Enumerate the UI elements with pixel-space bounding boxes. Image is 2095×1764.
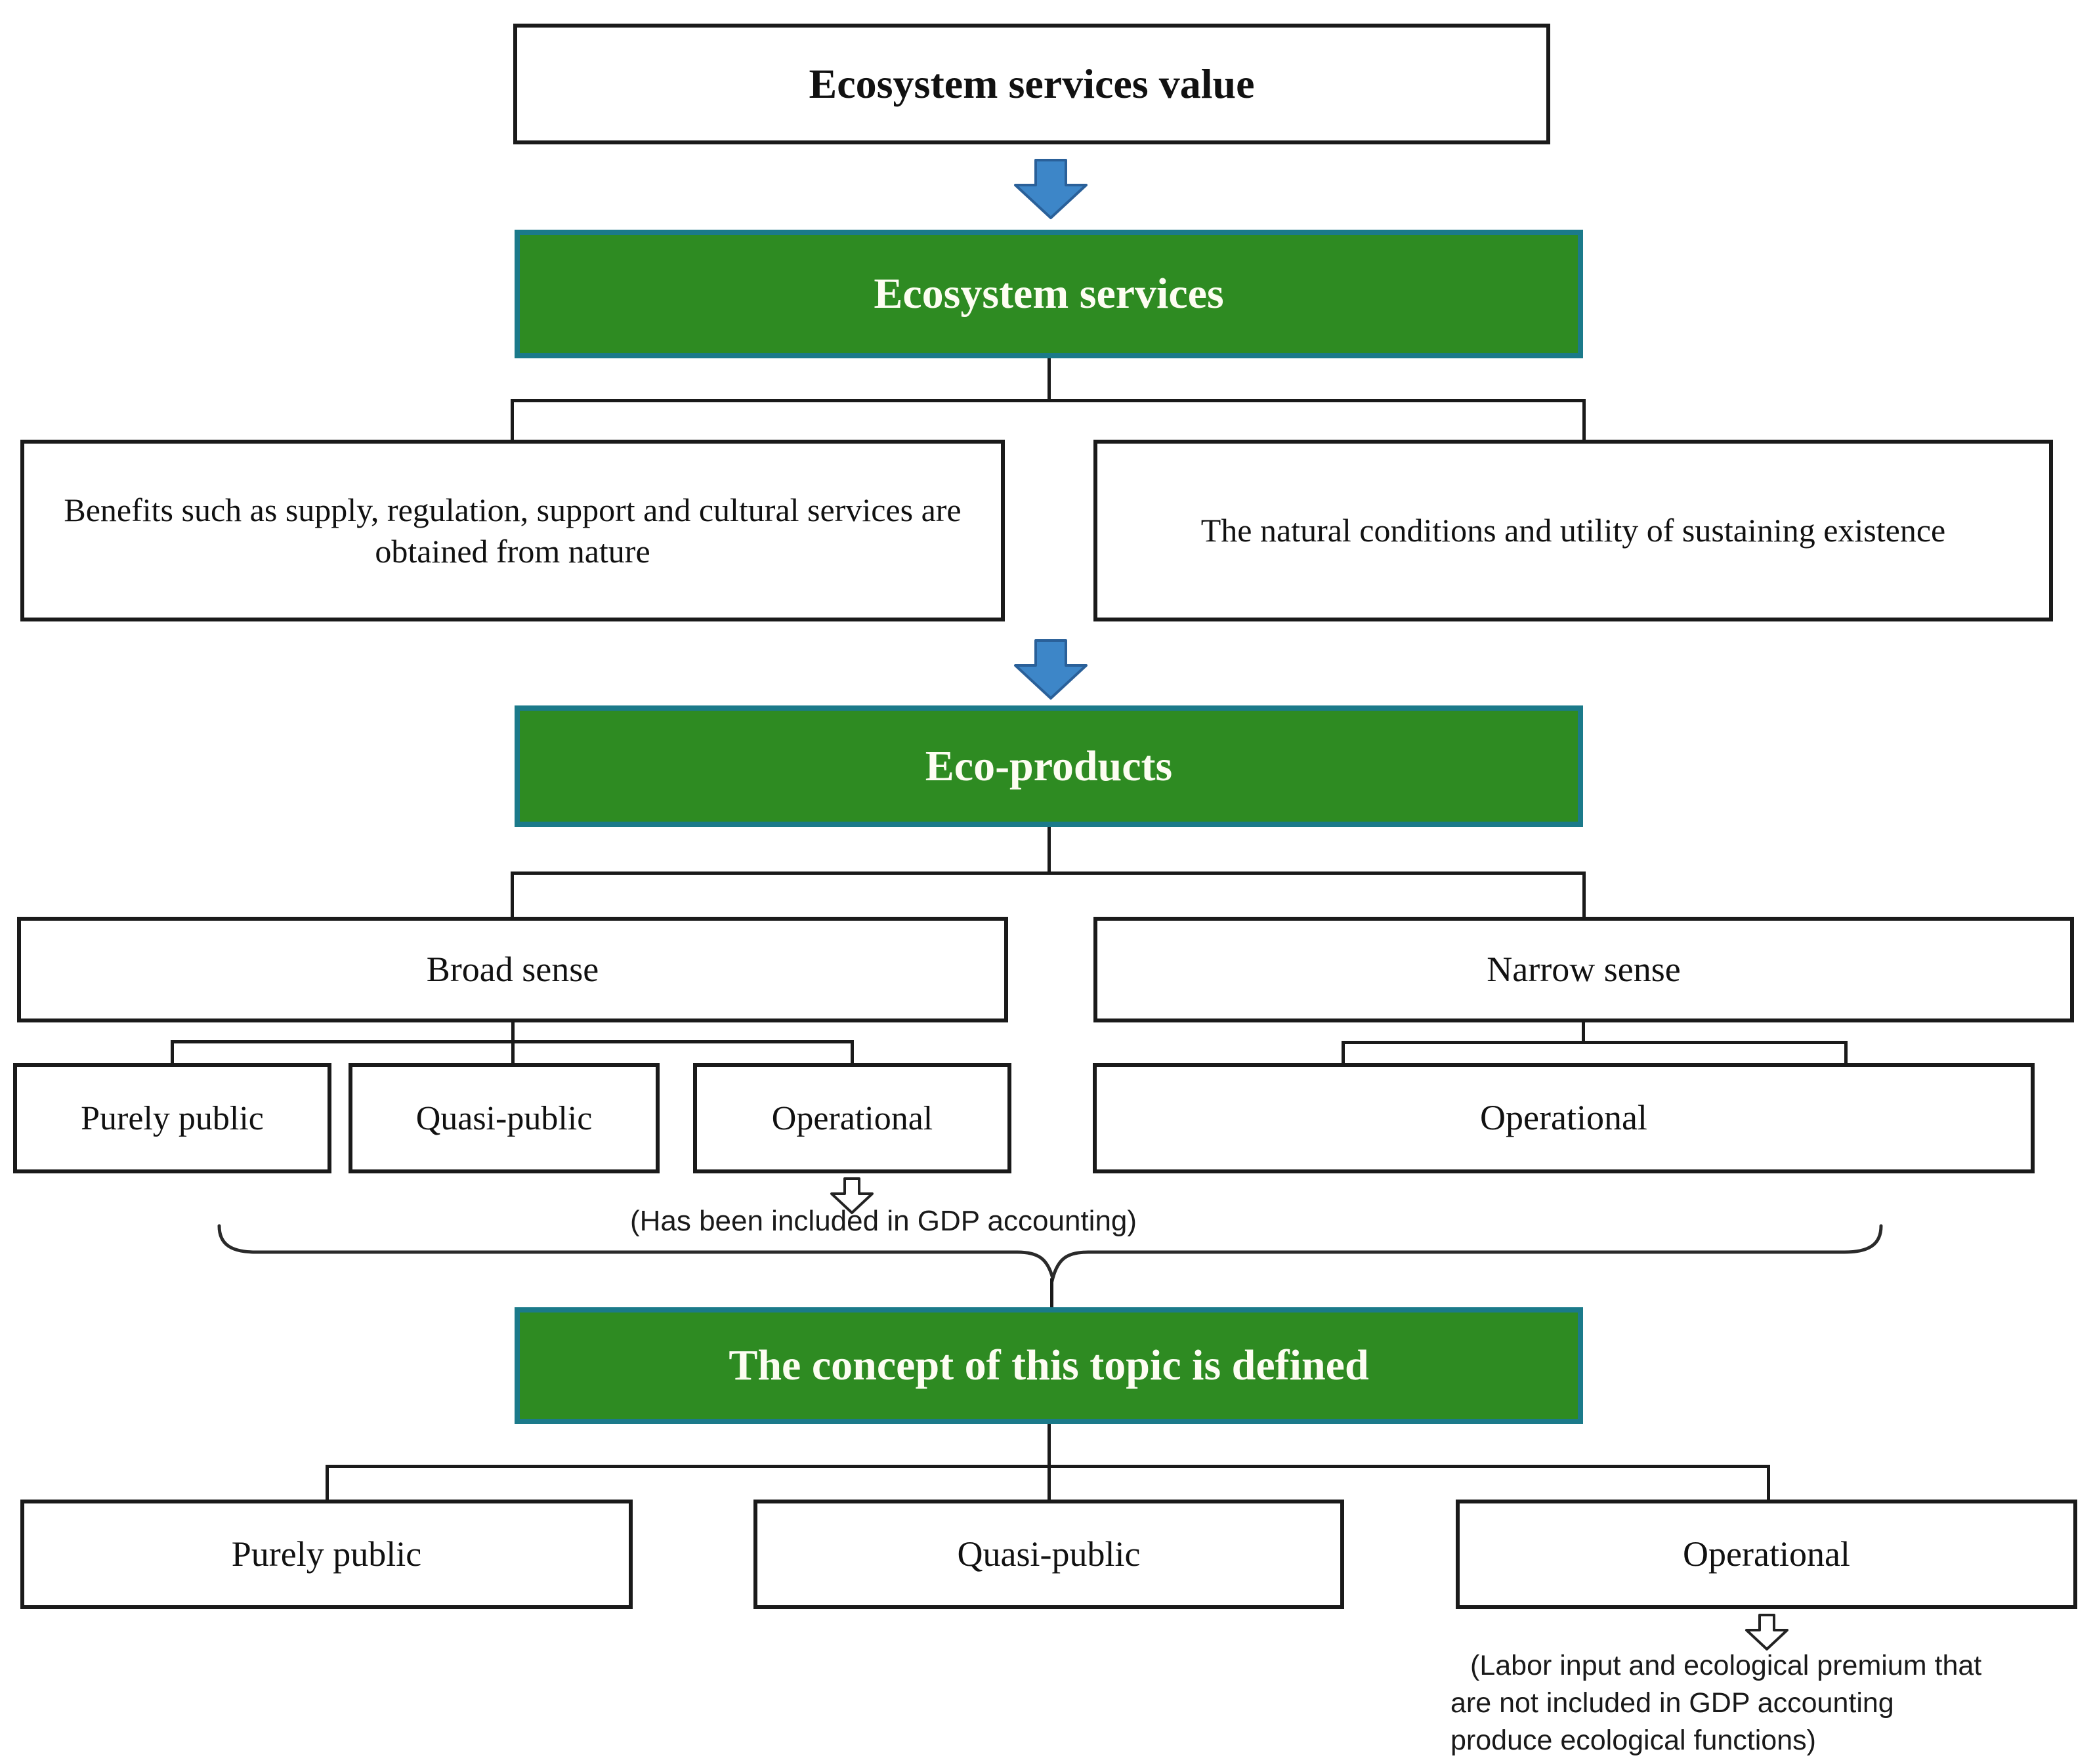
node-broad-quasi-public: Quasi-public — [349, 1063, 660, 1173]
node-concept-purely-public: Purely public — [20, 1500, 633, 1609]
connector-line — [511, 875, 514, 917]
node-ecosystem-services-value: Ecosystem services value — [513, 24, 1550, 144]
node-label: Quasi-public — [415, 1099, 593, 1137]
down-arrow-icon — [1014, 639, 1088, 700]
connector-line — [511, 872, 1586, 875]
connector-line — [851, 1043, 854, 1063]
connector-line — [1048, 827, 1051, 873]
node-concept-defined: The concept of this topic is defined — [515, 1307, 1583, 1424]
connector-line — [1048, 1468, 1051, 1500]
connector-line — [326, 1468, 329, 1500]
node-narrow-sense: Narrow sense — [1093, 917, 2074, 1022]
connector-line — [1582, 402, 1586, 440]
node-broad-purely-public: Purely public — [13, 1063, 331, 1173]
node-narrow-operational: Operational — [1093, 1063, 2035, 1173]
connector-line — [1582, 875, 1586, 917]
connector-line — [1342, 1041, 1848, 1044]
node-label: Operational — [1683, 1534, 1850, 1574]
connector-line — [511, 402, 514, 440]
node-label: The concept of this topic is defined — [729, 1341, 1369, 1389]
node-label: Operational — [1480, 1098, 1647, 1138]
gdp-note: (Has been included in GDP accounting) — [629, 1205, 1137, 1237]
node-label: Purely public — [81, 1099, 264, 1137]
labor-note: (Labor input and ecological premium that… — [1450, 1647, 2087, 1759]
node-broad-sense: Broad sense — [17, 917, 1008, 1022]
connector-line — [171, 1040, 854, 1043]
node-label: Eco-products — [925, 742, 1173, 790]
node-broad-operational: Operational — [693, 1063, 1011, 1173]
node-label: Quasi-public — [957, 1534, 1141, 1574]
connector-line — [511, 399, 1586, 402]
connector-line — [1582, 1022, 1585, 1041]
node-label: Benefits such as supply, regulation, sup… — [64, 492, 962, 570]
connector-line — [1342, 1044, 1345, 1063]
node-label: Ecosystem services — [874, 270, 1224, 318]
connector-line — [1767, 1468, 1770, 1500]
labor-note-line: produce ecological functions) — [1450, 1724, 1816, 1756]
node-label: Operational — [771, 1099, 933, 1137]
connector-line — [1844, 1044, 1848, 1063]
node-ecosystem-services: Ecosystem services — [515, 230, 1583, 358]
down-arrow-icon — [1014, 159, 1088, 219]
node-benefits-definition: Benefits such as supply, regulation, sup… — [20, 440, 1005, 621]
connector-line — [1050, 1278, 1053, 1307]
node-label: Narrow sense — [1487, 949, 1681, 989]
connector-line — [326, 1465, 1770, 1468]
curly-brace — [217, 1224, 1883, 1282]
node-label: Ecosystem services value — [809, 60, 1255, 107]
node-concept-quasi-public: Quasi-public — [753, 1500, 1344, 1609]
connector-line — [1048, 358, 1051, 402]
node-concept-operational: Operational — [1456, 1500, 2077, 1609]
connector-line — [1048, 1424, 1051, 1465]
hollow-down-arrow-icon — [830, 1177, 874, 1214]
labor-note-line: (Labor input and ecological premium that — [1470, 1650, 1982, 1681]
connector-line — [171, 1043, 174, 1063]
node-label: Broad sense — [426, 949, 599, 989]
hollow-down-arrow-icon — [1745, 1614, 1788, 1650]
node-label: Purely public — [231, 1534, 422, 1574]
node-eco-products: Eco-products — [515, 705, 1583, 827]
labor-note-line: are not included in GDP accounting — [1450, 1687, 1894, 1719]
node-natural-conditions-definition: The natural conditions and utility of su… — [1093, 440, 2053, 621]
node-label: The natural conditions and utility of su… — [1200, 512, 1946, 549]
